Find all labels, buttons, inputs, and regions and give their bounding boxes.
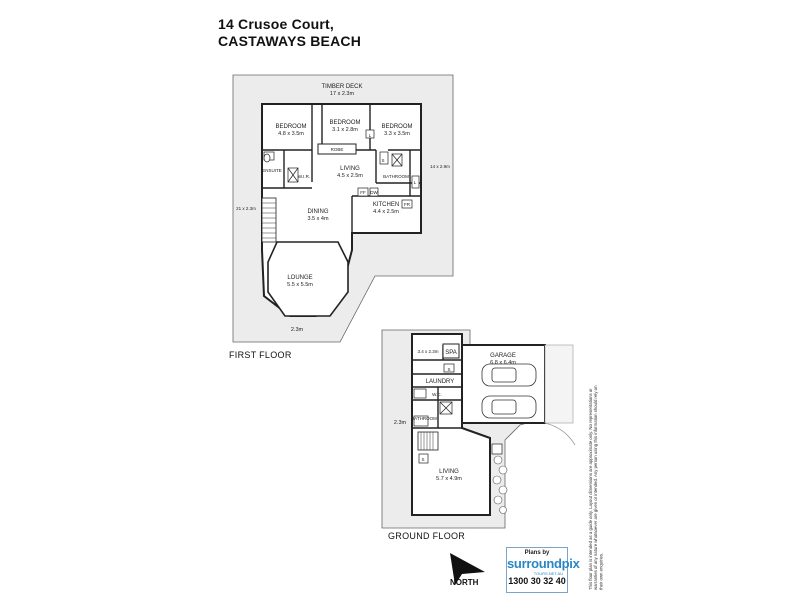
fixture-sink-3: S xyxy=(421,457,424,462)
fixture-sink-2: S xyxy=(447,367,450,372)
room-bathroom-1: BATHROOM xyxy=(383,174,409,179)
first-floor-plan: TIMBER DECK 17 x 2.3m BEDROOM 4.8 x 3.5m… xyxy=(232,74,454,343)
fixture-linen-1: L xyxy=(369,133,372,138)
room-living-2-dim: 5.7 x 4.9m xyxy=(436,476,462,482)
ground-floor-plan: SPA 3.4 x 2.3m GARAGE 6.8 x 6.4m LAUNDRY… xyxy=(381,329,576,529)
room-spa-deck-dim: 3.4 x 2.3m xyxy=(417,349,438,354)
address-line-2: CASTAWAYS BEACH xyxy=(218,33,362,49)
room-kitchen: KITCHEN xyxy=(373,202,399,208)
room-garage-dim: 6.8 x 6.4m xyxy=(490,360,516,366)
room-lounge-dim: 5.5 x 5.5m xyxy=(287,282,313,288)
address-line-1: 14 Crusoe Court, xyxy=(218,16,334,32)
fixture-ff: FF xyxy=(360,190,366,195)
room-bedroom-2-dim: 3.1 x 2.8m xyxy=(332,127,358,133)
logo-phone: 1300 30 32 40 xyxy=(508,576,566,586)
logo-sub: TOURS.NET.AU xyxy=(533,571,563,576)
room-wir: W.I.R. xyxy=(298,174,310,179)
deck-label-south: 2.3m xyxy=(291,327,304,333)
fixture-sink-1: S xyxy=(381,158,384,163)
room-bedroom-3: BEDROOM xyxy=(381,124,412,130)
fixture-linen-2: L xyxy=(414,180,417,185)
ground-floor-house-outline xyxy=(411,333,491,516)
room-dining-dim: 3.5 x 4m xyxy=(307,216,329,222)
room-timber-deck: TIMBER DECK xyxy=(321,84,362,90)
logo-brand: surroundpix xyxy=(507,556,580,571)
deck-label-east: 14 x 2.9m xyxy=(430,164,450,169)
fixture-fr: FR xyxy=(404,202,411,207)
logo-plans-by: Plans by xyxy=(524,550,550,556)
room-bathroom-2: BATHROOM xyxy=(411,416,437,421)
room-lounge: LOUNGE xyxy=(287,275,312,281)
disclaimer-text: This floor plan is intended as a guide o… xyxy=(588,385,604,590)
room-spa: SPA xyxy=(445,350,457,356)
room-living-1-dim: 4.5 x 2.5m xyxy=(337,173,363,179)
room-bedroom-1: BEDROOM xyxy=(275,124,306,130)
first-floor-label: FIRST FLOOR xyxy=(229,350,292,360)
room-dining: DINING xyxy=(308,209,329,215)
room-ensuite: ENSUITE xyxy=(262,168,282,173)
room-bedroom-2: BEDROOM xyxy=(329,120,360,126)
room-wc: W.C. xyxy=(432,392,442,397)
ground-floor-label: GROUND FLOOR xyxy=(388,531,466,541)
room-garage: GARAGE xyxy=(490,353,516,359)
room-bedroom-1-dim: 4.8 x 3.5m xyxy=(278,131,304,137)
lounge-octagon xyxy=(267,241,349,317)
room-robe: ROBE xyxy=(331,147,344,152)
fixture-dw: DW xyxy=(370,190,378,195)
ground-deck-label: 2.3m xyxy=(394,420,407,426)
room-kitchen-dim: 4.4 x 2.5m xyxy=(373,209,399,215)
room-living-2: LIVING xyxy=(439,469,459,475)
north-label: NORTH xyxy=(450,578,479,587)
room-laundry: LAUNDRY xyxy=(426,379,455,385)
deck-label-west: 21 x 2.3m xyxy=(236,206,256,211)
room-timber-deck-dim: 17 x 2.3m xyxy=(330,91,355,97)
room-bedroom-3-dim: 3.3 x 3.5m xyxy=(384,131,410,137)
north-arrow-icon xyxy=(450,553,485,585)
surroundpix-logo: Plans by surroundpix TOURS.NET.AU 1300 3… xyxy=(506,547,580,593)
room-living-1: LIVING xyxy=(340,166,360,172)
